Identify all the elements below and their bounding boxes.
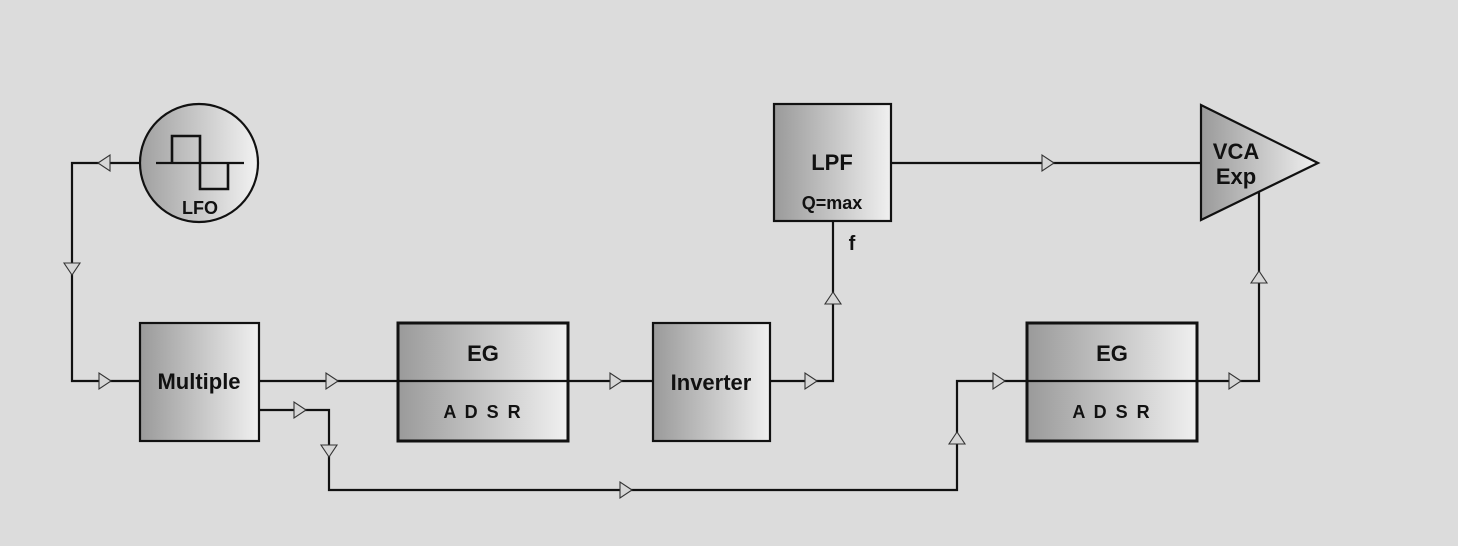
- arrow-left-icon: [97, 153, 111, 173]
- arrow-right-icon: [325, 371, 339, 391]
- arrow-right-icon: [293, 400, 307, 420]
- vca-label: VCA: [1213, 139, 1260, 164]
- vca-triangle-icon: [1199, 103, 1321, 222]
- wire-lfo-to-multiple: [70, 161, 140, 383]
- arrow-up-icon: [947, 431, 967, 445]
- lpf-title: LPF: [811, 150, 853, 175]
- arrow-right-icon: [1228, 371, 1242, 391]
- signal-arrows: [62, 153, 1269, 500]
- arrow-down-icon: [319, 444, 339, 458]
- arrow-right-icon: [619, 480, 633, 500]
- eg-stages-label: A D S R: [443, 402, 522, 422]
- arrow-down-icon: [62, 262, 82, 276]
- lpf-q-label: Q=max: [802, 193, 863, 213]
- arrow-right-icon: [609, 371, 623, 391]
- square-wave-icon: [170, 134, 230, 191]
- vca-block: VCA Exp: [1199, 103, 1321, 222]
- multiple-block: Multiple: [138, 321, 261, 443]
- inverter-label: Inverter: [671, 370, 752, 395]
- vca-mode-label: Exp: [1216, 164, 1256, 189]
- wire-eg2-to-vca: [1197, 190, 1261, 383]
- lfo-block: LFO: [138, 102, 260, 224]
- arrow-right-icon: [804, 371, 818, 391]
- lpf-frequency-input-label: f: [849, 233, 856, 255]
- eg-title: EG: [467, 341, 499, 366]
- lpf-block: LPF Q=max f: [772, 102, 893, 255]
- arrow-up-icon: [823, 291, 843, 305]
- arrow-right-icon: [98, 371, 112, 391]
- lfo-label: LFO: [182, 198, 218, 218]
- wire-multiple-to-eg2: [259, 379, 1027, 492]
- eg-stages-label: A D S R: [1072, 402, 1151, 422]
- eg-block-2: EG A D S R: [1025, 321, 1199, 443]
- arrow-up-icon: [1249, 270, 1269, 284]
- multiple-label: Multiple: [157, 369, 240, 394]
- arrow-right-icon: [992, 371, 1006, 391]
- arrow-right-icon: [1041, 153, 1055, 173]
- eg-block-1: EG A D S R: [396, 321, 570, 443]
- inverter-block: Inverter: [651, 321, 772, 443]
- eg-title: EG: [1096, 341, 1128, 366]
- wire-inverter-to-lpf-f: [770, 221, 835, 383]
